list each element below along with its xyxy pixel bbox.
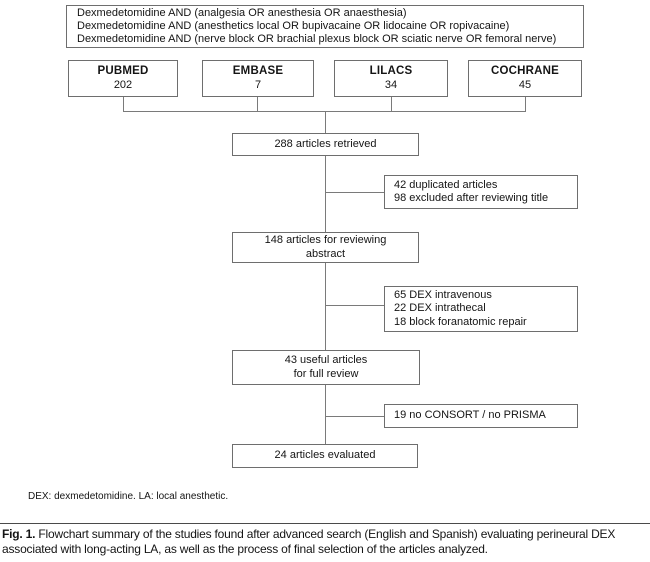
search-query-box: Dexmedetomidine AND (analgesia OR anesth… (66, 5, 584, 48)
connector-merge-line (123, 111, 526, 112)
full-review-box: 43 useful articles for full review (232, 350, 420, 385)
database-box-embase: EMBASE 7 (202, 60, 314, 97)
excluded-full-box: 19 no CONSORT / no PRISMA (384, 404, 578, 428)
figure-caption-text: Flowchart summary of the studies found a… (2, 527, 616, 556)
branch-line-excluded-abstract (325, 305, 384, 306)
database-count-pubmed: 202 (113, 79, 133, 91)
full-review-line-1: 43 useful articles (284, 354, 368, 366)
retrieved-label: 288 articles retrieved (274, 137, 377, 150)
connector-fullreview-to-evaluated (325, 385, 326, 444)
search-query-line-2: Dexmedetomidine AND (anesthetics local O… (77, 20, 510, 32)
figure-caption-label: Fig. 1. (2, 527, 36, 541)
database-name-embase: EMBASE (232, 64, 284, 77)
database-box-lilacs: LILACS 34 (334, 60, 448, 97)
abstract-review-box: 148 articles for reviewing abstract (232, 232, 419, 263)
database-count-lilacs: 34 (384, 79, 398, 91)
database-box-pubmed: PUBMED 202 (68, 60, 178, 97)
excluded-full-label: 19 no CONSORT / no PRISMA (394, 409, 546, 422)
abstract-review-line-1: 148 articles for reviewing (264, 234, 387, 246)
caption-divider (0, 523, 650, 524)
branch-line-excluded-title (325, 192, 384, 193)
database-name-pubmed: PUBMED (97, 64, 149, 77)
figure-caption: Fig. 1. Flowchart summary of the studies… (2, 527, 649, 557)
evaluated-label: 24 articles evaluated (274, 449, 376, 462)
excluded-abstract-line-1: 65 DEX intravenous (394, 288, 492, 301)
database-count-cochrane: 45 (518, 79, 532, 91)
abbreviations-footnote: DEX: dexmedetomidine. LA: local anesthet… (28, 491, 229, 502)
branch-line-excluded-full (325, 416, 384, 417)
evaluated-box: 24 articles evaluated (232, 444, 418, 468)
excluded-abstract-line-3: 18 block foranatomic repair (394, 315, 527, 328)
full-review-line-2: for full review (293, 367, 359, 380)
connector-embase-stub (257, 97, 258, 112)
connector-abstract-to-fullreview (325, 263, 326, 350)
search-query-line-3: Dexmedetomidine AND (nerve block OR brac… (77, 33, 557, 45)
connector-spine-to-retrieved (325, 111, 326, 133)
connector-retrieved-to-abstract (325, 155, 326, 232)
connector-cochrane-stub (525, 97, 526, 112)
connector-lilacs-stub (391, 97, 392, 112)
excluded-title-line-1: 42 duplicated articles (394, 178, 498, 191)
database-box-cochrane: COCHRANE 45 (468, 60, 582, 97)
database-count-embase: 7 (254, 79, 262, 91)
excluded-abstract-line-2: 22 DEX intrathecal (394, 302, 486, 315)
database-name-cochrane: COCHRANE (490, 64, 560, 77)
excluded-title-box: 42 duplicated articles 98 excluded after… (384, 175, 578, 209)
excluded-abstract-box: 65 DEX intravenous 22 DEX intrathecal 18… (384, 286, 578, 332)
abstract-review-line-2: abstract (305, 247, 346, 260)
retrieved-box: 288 articles retrieved (232, 133, 419, 156)
search-query-line-1: Dexmedetomidine AND (analgesia OR anesth… (77, 7, 407, 19)
database-name-lilacs: LILACS (369, 64, 413, 77)
excluded-title-line-2: 98 excluded after reviewing title (394, 192, 549, 204)
connector-pubmed-stub (123, 97, 124, 112)
